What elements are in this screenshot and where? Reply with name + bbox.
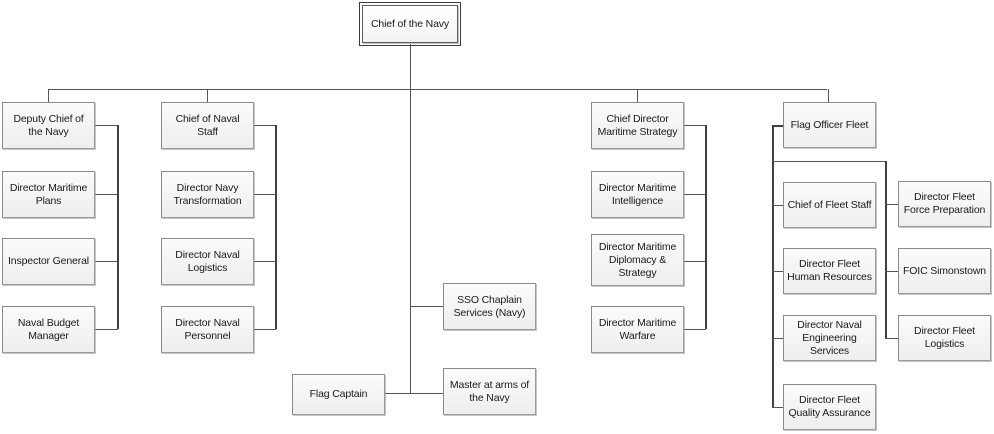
node-label: Director Maritime Intelligence	[598, 181, 677, 207]
node-label: Inspector General	[8, 255, 89, 267]
connector-fof-child-2	[772, 271, 783, 272]
node-director-navy-transformation[interactable]: Director Navy Transformation	[161, 171, 254, 218]
node-label: Director Maritime Warfare	[598, 316, 677, 342]
node-label: Flag Captain	[309, 388, 368, 400]
connector-drop-chief-director-maritime-strategy	[637, 89, 638, 102]
node-label: Master at arms of the Navy	[449, 378, 530, 404]
connector-drop-flag-officer-fleet	[828, 89, 829, 102]
connector-main-trunk	[48, 89, 827, 90]
node-label: Chief of the Navy	[371, 17, 449, 30]
node-director-fleet-force-preparation[interactable]: Director Fleet Force Preparation	[898, 181, 991, 227]
node-chief-of-the-navy[interactable]: Chief of the Navy	[359, 2, 461, 46]
node-deputy-chief-of-the-navy[interactable]: Deputy Chief of the Navy	[2, 102, 95, 149]
node-director-maritime-diplomacy-strategy[interactable]: Director Maritime Diplomacy & Strategy	[591, 234, 684, 286]
node-label: Director Fleet Human Resources	[787, 258, 872, 283]
node-flag-officer-fleet[interactable]: Flag Officer Fleet	[783, 102, 876, 148]
connector-fof-right-child-3	[885, 338, 898, 339]
node-director-fleet-human-resources[interactable]: Director Fleet Human Resources	[783, 248, 876, 294]
connector-cns-child-2	[254, 261, 276, 262]
node-chief-director-maritime-strategy[interactable]: Chief Director Maritime Strategy	[591, 102, 684, 149]
connector-fof-child-1	[772, 205, 783, 206]
node-label: Chief of Fleet Staff	[787, 198, 872, 211]
connector-deputy-bus	[117, 125, 119, 329]
connector-cdms-child-2	[684, 261, 706, 262]
node-label: Deputy Chief of the Navy	[13, 112, 84, 138]
connector-cdms-bus	[705, 125, 707, 329]
connector-deputy-child-1	[95, 194, 118, 195]
connector-deputy-parent-out	[95, 125, 118, 126]
node-chief-of-naval-staff[interactable]: Chief of Naval Staff	[161, 102, 254, 149]
node-sso-chaplain-services-navy[interactable]: SSO Chaplain Services (Navy)	[443, 283, 536, 330]
node-flag-captain[interactable]: Flag Captain	[292, 374, 385, 415]
connector-root-stem	[410, 44, 411, 89]
node-label: SSO Chaplain Services (Navy)	[453, 293, 526, 319]
connector-cns-parent-out	[254, 125, 276, 126]
node-label: Chief of Naval Staff	[175, 112, 240, 138]
connector-cdms-parent-out	[684, 125, 706, 126]
node-director-fleet-quality-assurance[interactable]: Director Fleet Quality Assurance	[783, 384, 876, 430]
node-master-at-arms-of-the-navy[interactable]: Master at arms of the Navy	[443, 368, 536, 415]
connector-fof-bus	[772, 125, 774, 408]
node-director-maritime-warfare[interactable]: Director Maritime Warfare	[591, 306, 684, 353]
node-director-fleet-logistics[interactable]: Director Fleet Logistics	[898, 315, 991, 361]
node-label: Director Maritime Plans	[9, 181, 88, 207]
connector-cns-bus	[275, 125, 277, 329]
node-label: Chief Director Maritime Strategy	[597, 112, 678, 138]
connector-deputy-child-3	[95, 329, 118, 330]
connector-cdms-child-1	[684, 194, 706, 195]
connector-cns-child-3	[254, 329, 276, 330]
node-label: Flag Officer Fleet	[790, 118, 869, 131]
node-label: Director Fleet Quality Assurance	[788, 394, 871, 419]
node-director-naval-logistics[interactable]: Director Naval Logistics	[161, 238, 254, 285]
node-naval-budget-manager[interactable]: Naval Budget Manager	[2, 306, 95, 353]
node-director-maritime-intelligence[interactable]: Director Maritime Intelligence	[591, 171, 684, 218]
connector-centre-child-chaplain	[410, 306, 443, 307]
node-label: Director Fleet Logistics	[914, 325, 975, 350]
connector-drop-deputy-chief	[48, 89, 49, 102]
connector-centre-spine	[410, 89, 411, 394]
node-director-maritime-plans[interactable]: Director Maritime Plans	[2, 171, 95, 218]
node-director-naval-engineering-services[interactable]: Director Naval Engineering Services	[783, 315, 876, 361]
connector-fof-parent-out	[772, 125, 783, 127]
node-label: FOIC Simonstown	[903, 264, 986, 277]
connector-deputy-child-2	[95, 261, 118, 262]
connector-cdms-child-3	[684, 329, 706, 330]
node-chief-of-fleet-staff[interactable]: Chief of Fleet Staff	[783, 182, 876, 228]
node-foic-simonstown[interactable]: FOIC Simonstown	[898, 248, 991, 294]
connector-fof-right-bus	[885, 161, 887, 338]
connector-fof-child-4	[772, 407, 783, 408]
node-label: Naval Budget Manager	[17, 316, 80, 342]
connector-fof-right-child-2	[885, 271, 898, 272]
node-label: Director Naval Logistics	[175, 248, 240, 274]
node-label: Director Naval Personnel	[175, 316, 240, 342]
connector-fof-right-top	[772, 161, 886, 162]
node-label: Director Naval Engineering Services	[797, 318, 862, 357]
connector-centre-child-master-at-arms	[410, 393, 443, 394]
connector-fof-right-child-1	[885, 204, 898, 205]
connector-fof-child-3	[772, 338, 783, 339]
connector-cns-child-1	[254, 194, 276, 195]
node-label: Director Navy Transformation	[173, 181, 242, 207]
connector-centre-child-flag-captain	[385, 393, 410, 394]
node-label: Director Fleet Force Preparation	[903, 191, 986, 216]
connector-drop-chief-naval-staff	[207, 89, 208, 102]
node-director-naval-personnel[interactable]: Director Naval Personnel	[161, 306, 254, 353]
node-label: Director Maritime Diplomacy & Strategy	[598, 240, 677, 279]
node-inspector-general[interactable]: Inspector General	[2, 238, 95, 285]
